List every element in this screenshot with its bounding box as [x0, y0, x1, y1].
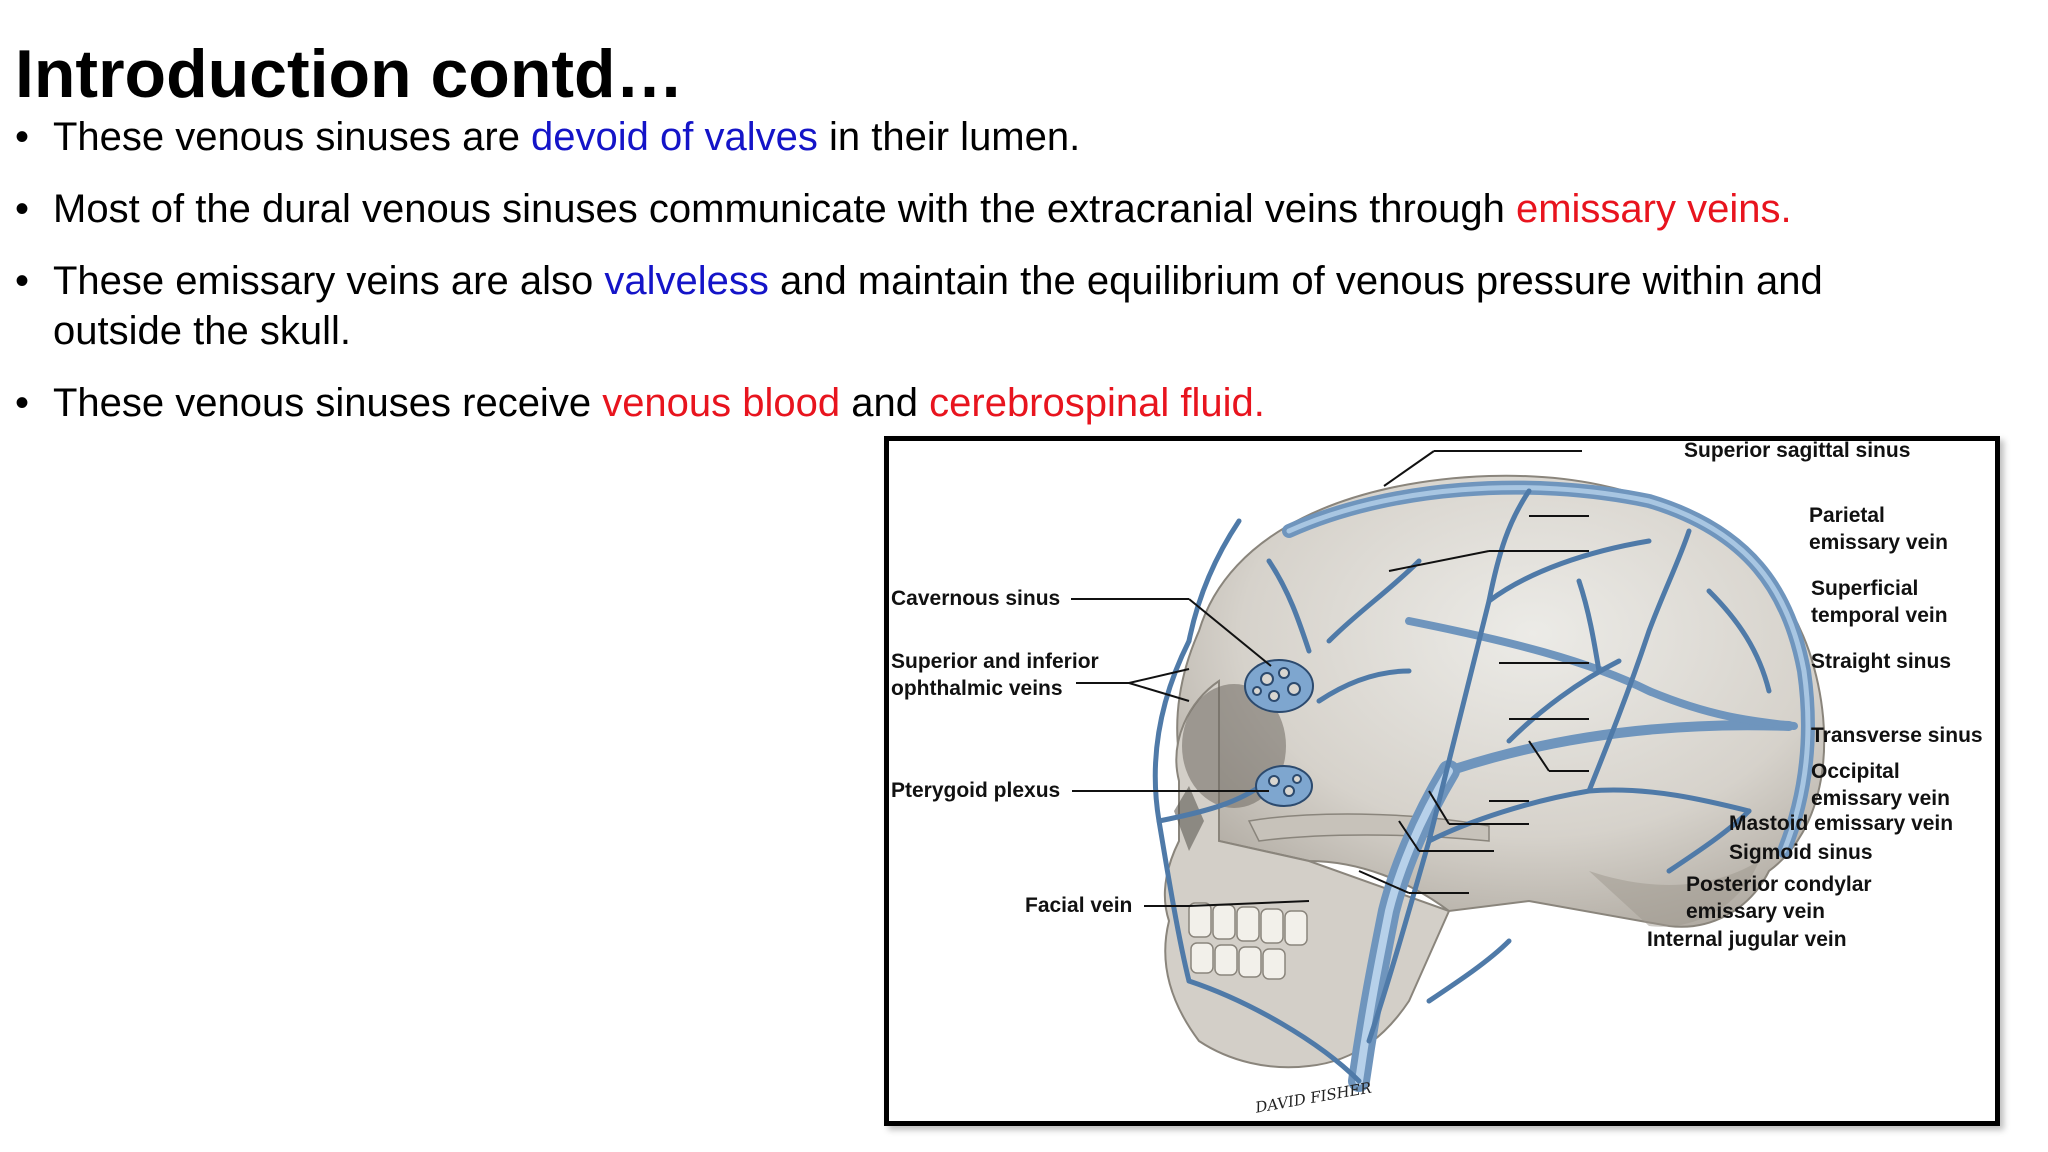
bullet-item: • Most of the dural venous sinuses commu… — [15, 184, 2015, 234]
label-ophthalmic-veins: Superior and inferior ophthalmic veins — [891, 648, 1099, 702]
highlight-text: emissary veins. — [1515, 187, 1792, 231]
bullet-item: • These venous sinuses are devoid of val… — [15, 112, 2015, 162]
label-pterygoid-plexus: Pterygoid plexus — [891, 779, 1061, 802]
highlight-text: venous blood — [602, 381, 841, 425]
label-parietal-emissary-vein: Parietal emissary vein — [1809, 502, 1948, 556]
label-line: emissary vein — [1686, 900, 1825, 923]
highlight-text: devoid of valves — [531, 115, 818, 159]
label-transverse-sinus: Transverse sinus — [1811, 724, 1983, 747]
bullet-text: Most of the dural venous sinuses communi… — [53, 187, 1516, 231]
cavernous-plexus — [1244, 659, 1314, 713]
skull-venous-diagram: Cavernous sinus Superior and inferior op… — [884, 436, 2000, 1126]
label-line: temporal vein — [1811, 604, 1948, 627]
label-superior-sagittal-sinus: Superior sagittal sinus — [1684, 439, 1911, 462]
label-facial-vein: Facial vein — [1025, 894, 1133, 917]
bullet-marker: • — [15, 115, 30, 159]
nasal-cavity — [1174, 786, 1204, 851]
bullet-text: and maintain the equilibrium of venous p… — [768, 259, 1823, 303]
label-posterior-condylar-emissary-vein: Posterior condylar emissary vein — [1686, 871, 1872, 925]
label-internal-jugular-vein: Internal jugular vein — [1647, 928, 1847, 951]
highlight-text: cerebrospinal fluid. — [929, 381, 1265, 425]
label-occipital-emissary-vein: Occipital emissary vein — [1811, 758, 1950, 812]
skull-illustration — [1071, 450, 1826, 1092]
bullet-marker: • — [15, 187, 30, 231]
label-superficial-temporal-vein: Superficial temporal vein — [1811, 575, 1948, 629]
bullet-marker: • — [15, 259, 30, 303]
label-cavernous-sinus: Cavernous sinus — [891, 587, 1061, 610]
bullet-text: These venous sinuses are — [53, 115, 532, 159]
label-line: emissary vein — [1811, 787, 1950, 810]
label-line: Occipital — [1811, 760, 1900, 783]
bullet-item: • These emissary veins are also valveles… — [15, 256, 2015, 356]
label-line: Superior and inferior — [891, 650, 1099, 673]
bullet-text: in their lumen. — [817, 115, 1081, 159]
pterygoid-plexus — [1255, 765, 1313, 807]
straight-sinus — [1405, 617, 1798, 730]
label-line: ophthalmic veins — [891, 677, 1063, 700]
label-line: Superficial — [1811, 577, 1919, 600]
occipital-shadow — [1589, 861, 1759, 927]
superficial-veins — [1152, 488, 1772, 1084]
label-line: Posterior condylar — [1686, 873, 1872, 896]
bullet-text: outside the skull. — [53, 309, 351, 353]
bullet-item: • These venous sinuses receive venous bl… — [15, 378, 2015, 428]
label-line: emissary vein — [1809, 531, 1948, 554]
label-mastoid-emissary-vein: Mastoid emissary vein — [1729, 812, 1954, 835]
label-sigmoid-sinus: Sigmoid sinus — [1729, 841, 1873, 864]
bullet-text: and — [840, 381, 930, 425]
transverse-sinus — [1444, 720, 1794, 776]
label-line: Parietal — [1809, 504, 1885, 527]
bullet-text: These venous sinuses receive — [53, 381, 603, 425]
label-straight-sinus: Straight sinus — [1811, 650, 1952, 673]
leader-lines — [1071, 450, 1589, 907]
bullet-marker: • — [15, 381, 30, 425]
bullet-text: These emissary veins are also — [53, 259, 605, 303]
slide-title: Introduction contd… — [15, 36, 684, 112]
highlight-text: valveless — [604, 259, 769, 303]
teeth — [1188, 902, 1308, 980]
bullet-list: • These venous sinuses are devoid of val… — [15, 112, 2015, 450]
